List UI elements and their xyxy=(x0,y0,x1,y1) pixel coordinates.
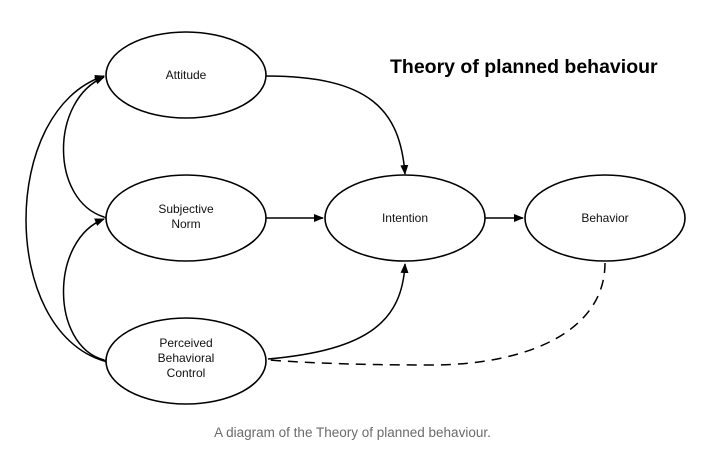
corr-norm-pbc xyxy=(62,218,114,367)
edge-attitude-intention xyxy=(265,75,409,175)
label-intention: Intention xyxy=(382,211,428,225)
node-intention xyxy=(324,174,486,262)
label-pbc-3: Control xyxy=(167,366,206,380)
corr-attitude-norm xyxy=(62,76,114,224)
edge-pbc-intention xyxy=(267,263,409,360)
diagram-title: Theory of planned behaviour xyxy=(390,56,658,78)
node-subjective-norm xyxy=(105,174,267,262)
node-perceived-behavioral-control xyxy=(105,317,267,405)
corr-attitude-pbc xyxy=(25,75,114,368)
figure-caption: A diagram of the Theory of planned behav… xyxy=(214,425,491,440)
label-subjective-norm-1: Subjective xyxy=(158,202,214,216)
label-behavior: Behavior xyxy=(581,211,628,225)
node-behavior xyxy=(524,174,686,262)
label-attitude: Attitude xyxy=(166,68,207,82)
label-pbc-1: Perceived xyxy=(159,336,212,350)
label-pbc-2: Behavioral xyxy=(158,351,215,365)
node-attitude xyxy=(105,31,267,119)
edge-behavior-pbc-dashed xyxy=(267,262,606,366)
label-subjective-norm-2: Norm xyxy=(171,217,200,231)
